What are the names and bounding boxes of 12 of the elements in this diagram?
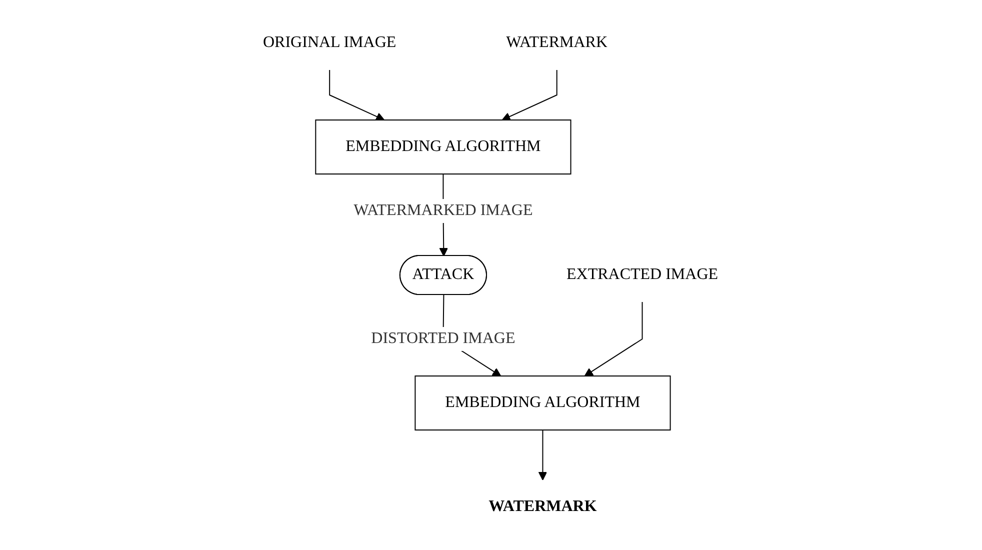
- node-text: WATERMARK: [506, 34, 608, 51]
- node-text: WATERMARK: [489, 498, 598, 515]
- arrow: [502, 70, 558, 121]
- arrow: [584, 302, 644, 376]
- arrow: [538, 430, 548, 480]
- node-text: EXTRACTED IMAGE: [566, 266, 719, 283]
- node-box: EMBEDDING ALGORITHM: [415, 376, 672, 430]
- edge-label: WATERMARKED IMAGE: [354, 202, 534, 219]
- node-text: ORIGINAL IMAGE: [263, 34, 397, 51]
- edge-label: DISTORTED IMAGE: [372, 330, 516, 347]
- node-box: EMBEDDING ALGORITHM: [316, 120, 572, 174]
- arrow: [330, 70, 386, 121]
